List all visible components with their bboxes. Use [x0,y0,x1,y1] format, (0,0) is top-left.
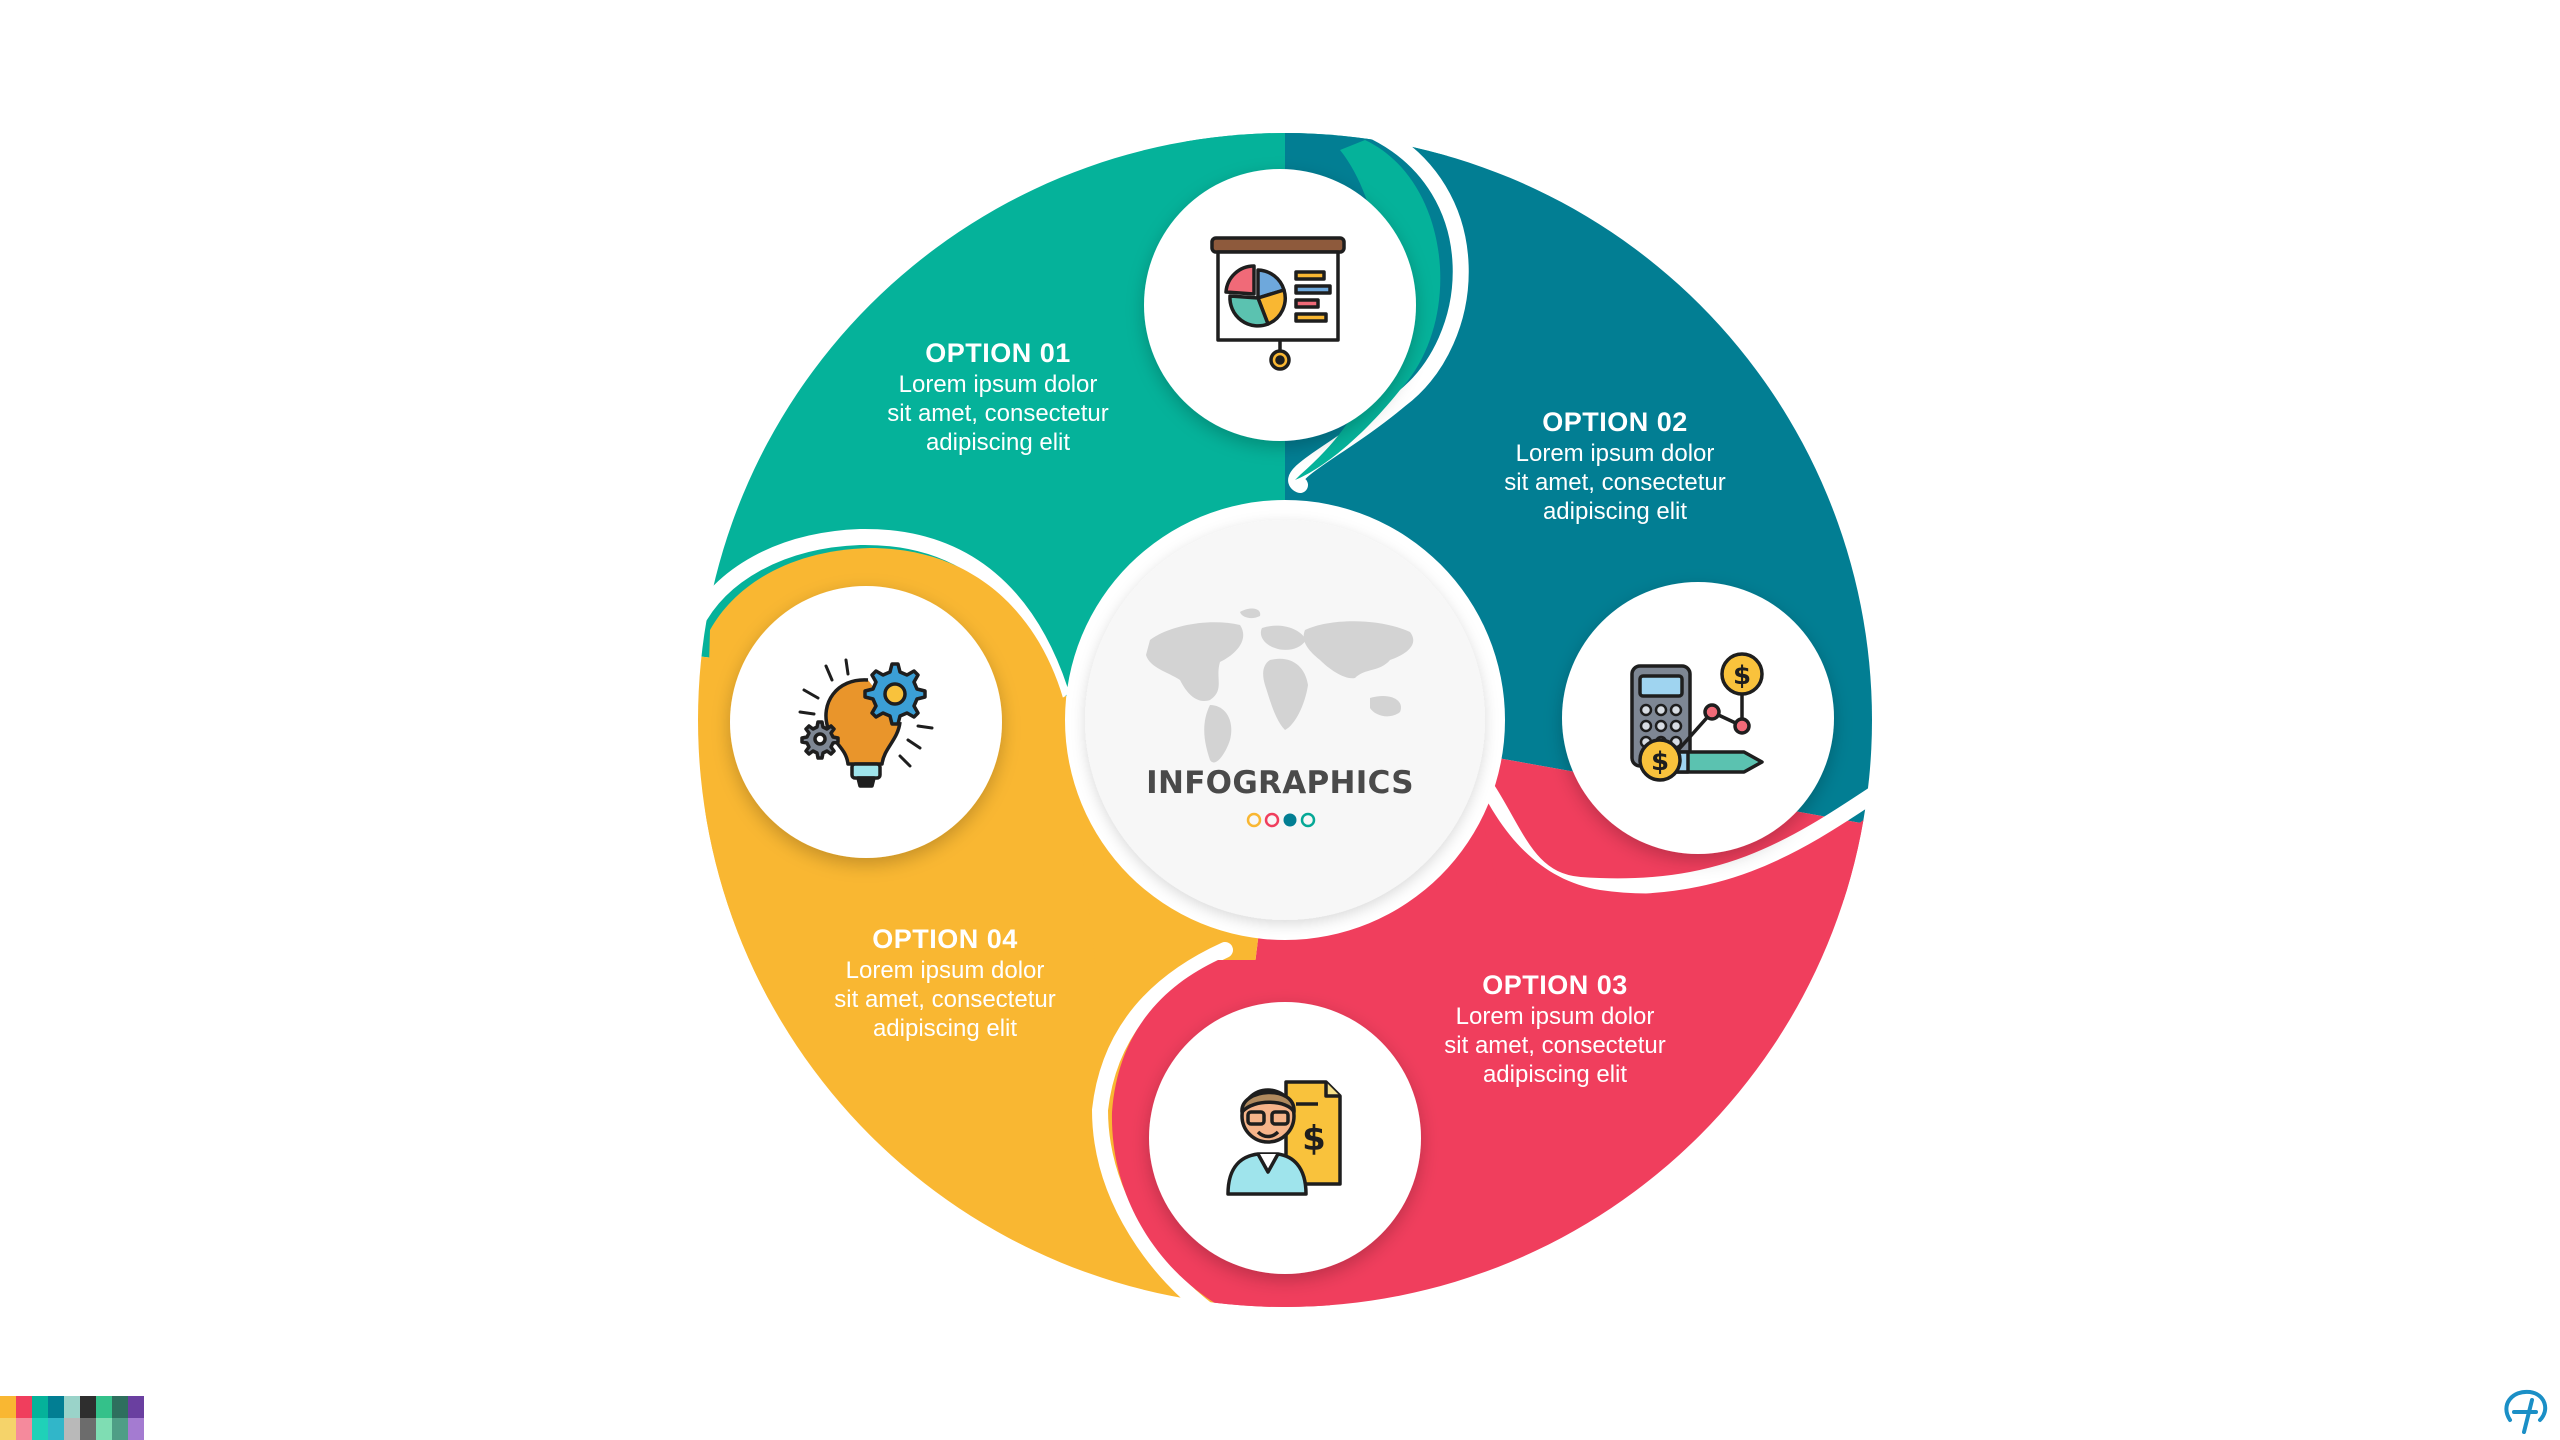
segment-option-01-hook [1295,140,1441,480]
calculator-finance-icon: $ $ [1630,652,1764,782]
option-03-text: OPTION 03 Lorem ipsum dolor sit amet, co… [1375,968,1735,1089]
center-dot-4 [1300,812,1316,828]
option-01-title: OPTION 01 [925,338,1071,368]
option-02-line-1: Lorem ipsum dolor [1515,440,1715,467]
accountant-invoice-icon: $ [1226,1080,1342,1196]
brand-logo-icon [2504,1389,2548,1434]
option-04-line-3: adipiscing elit [872,1015,1018,1042]
icon-circle-option-02 [1562,582,1834,854]
option-01-line-3: adipiscing elit [925,429,1071,456]
option-02-title: OPTION 02 [1542,407,1688,437]
center-title: INFOGRAPHICS [1146,765,1414,801]
option-02-line-3: adipiscing elit [1542,498,1688,525]
idea-gears-icon [798,658,934,788]
option-02-line-2: sit amet, consectetur [1504,469,1726,496]
option-03-line-3: adipiscing elit [1482,1061,1628,1088]
svg-text:$: $ [1651,747,1669,777]
option-04-title: OPTION 04 [872,924,1018,954]
color-palette-strip [0,1396,144,1440]
option-03-line-1: Lorem ipsum dolor [1455,1003,1655,1030]
svg-text:$: $ [1302,1119,1326,1159]
option-02-text: OPTION 02 Lorem ipsum dolor sit amet, co… [1435,405,1795,526]
option-03-title: OPTION 03 [1482,970,1628,1000]
center-dots [1246,812,1316,828]
option-04-line-1: Lorem ipsum dolor [845,957,1045,984]
option-01-line-2: sit amet, consectetur [887,400,1109,427]
option-04-text: OPTION 04 Lorem ipsum dolor sit amet, co… [765,922,1125,1043]
option-01-text: OPTION 01 Lorem ipsum dolor sit amet, co… [818,336,1178,457]
svg-text:$: $ [1733,661,1751,691]
presentation-chart-icon [1210,236,1346,371]
option-04-line-2: sit amet, consectetur [834,986,1056,1013]
segment-option-03-hook [1472,770,1870,900]
center-dot-3 [1283,813,1297,827]
option-03-line-2: sit amet, consectetur [1444,1032,1666,1059]
center-dot-2 [1264,812,1280,828]
center-dot-1 [1246,812,1262,828]
world-map-icon [1146,608,1414,763]
option-01-line-1: Lorem ipsum dolor [898,371,1098,398]
